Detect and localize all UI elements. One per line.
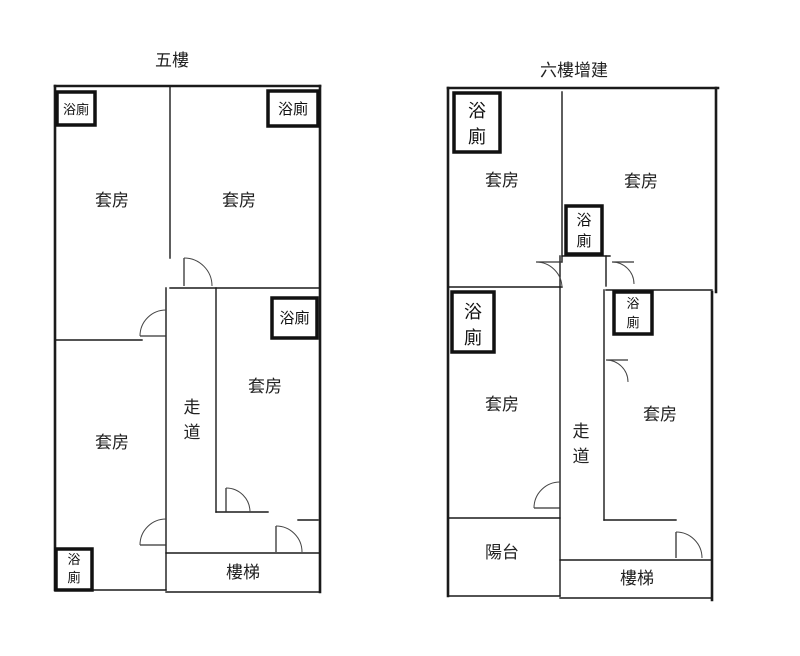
fifth-bath-bottom-left: 浴 廁 bbox=[54, 547, 94, 592]
fifth-floor-plan: 五樓 bbox=[53, 51, 322, 594]
sixth-suite-top-right: 套房 bbox=[624, 172, 658, 192]
svg-text:浴廁: 浴廁 bbox=[63, 102, 89, 118]
sixth-bath-center: 浴 廁 bbox=[564, 204, 604, 256]
sixth-floor-doors bbox=[533, 261, 703, 559]
sixth-suite-mid-left: 套房 bbox=[485, 395, 519, 415]
svg-text:浴: 浴 bbox=[464, 302, 482, 323]
svg-text:浴: 浴 bbox=[67, 553, 80, 568]
sixth-suite-mid-right: 套房 bbox=[643, 405, 677, 425]
fifth-stairs-label: 樓梯 bbox=[226, 563, 260, 583]
fifth-floor-doors bbox=[139, 257, 303, 553]
fifth-floor-title: 五樓 bbox=[155, 51, 189, 71]
fifth-corridor-label-top: 走 bbox=[184, 398, 201, 418]
svg-text:廁: 廁 bbox=[464, 327, 482, 349]
sixth-suite-top-left: 套房 bbox=[485, 171, 519, 191]
svg-text:浴廁: 浴廁 bbox=[278, 100, 308, 118]
sixth-stairs-label: 樓梯 bbox=[620, 569, 654, 589]
svg-text:廁: 廁 bbox=[468, 126, 486, 148]
fifth-floor-walls bbox=[53, 84, 322, 594]
sixth-bath-mid-right: 浴 廁 bbox=[612, 290, 654, 336]
sixth-bath-top-left: 浴 廁 bbox=[452, 91, 502, 154]
fifth-bath-top-left: 浴廁 bbox=[55, 90, 97, 127]
sixth-floor-title: 六樓增建 bbox=[540, 61, 608, 81]
fifth-corridor-label-bottom: 道 bbox=[184, 423, 201, 443]
svg-text:浴: 浴 bbox=[626, 297, 639, 312]
fifth-bath-mid-right: 浴廁 bbox=[270, 296, 319, 340]
sixth-floor-plan: 六樓增建 bbox=[446, 61, 720, 602]
fifth-suite-bottom-left: 套房 bbox=[95, 433, 129, 453]
sixth-floor-walls bbox=[446, 86, 720, 602]
sixth-corridor-label-top: 走 bbox=[573, 422, 590, 442]
fifth-suite-top-left: 套房 bbox=[95, 191, 129, 211]
sixth-balcony-label: 陽台 bbox=[485, 543, 519, 563]
fifth-bath-top-right: 浴廁 bbox=[266, 89, 320, 128]
fifth-suite-mid-right: 套房 bbox=[248, 377, 282, 397]
svg-text:廁: 廁 bbox=[576, 232, 591, 250]
svg-text:浴: 浴 bbox=[468, 101, 486, 122]
fifth-suite-top-right: 套房 bbox=[222, 191, 256, 211]
svg-text:浴廁: 浴廁 bbox=[279, 309, 309, 327]
svg-text:浴: 浴 bbox=[576, 211, 591, 229]
svg-text:廁: 廁 bbox=[67, 570, 80, 586]
sixth-bath-mid-left: 浴 廁 bbox=[450, 290, 496, 354]
sixth-corridor-label-bottom: 道 bbox=[573, 447, 590, 467]
svg-text:廁: 廁 bbox=[626, 315, 639, 331]
